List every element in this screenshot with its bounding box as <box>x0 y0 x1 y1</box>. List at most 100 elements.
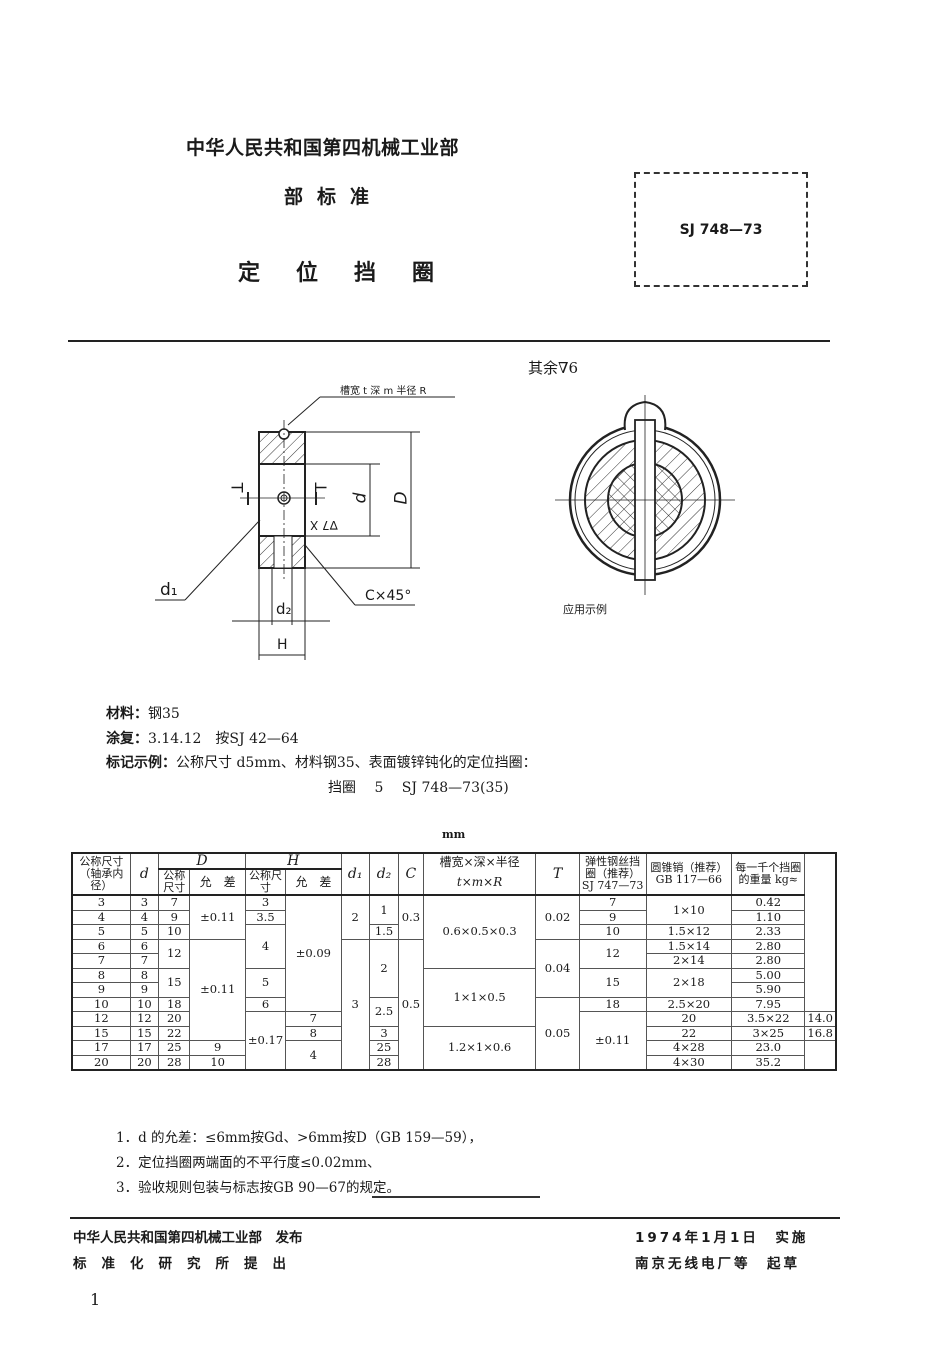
cell-groove: 0.6×0.5×0.3 <box>422 894 537 969</box>
header-groove: 槽宽×深×半径 <box>422 852 537 869</box>
cell-nominal: 4 <box>71 909 131 925</box>
table-row: 6 6 12 ±0.11 3 2 0.5 0.04 12 1.5×14 2.80 <box>71 938 836 1071</box>
cell-D: 7 <box>158 894 191 911</box>
table-row: 3 3 7 ±0.11 3 ±0.09 2 1 0.3 0.6×0.5×0.3 … <box>71 894 836 1012</box>
cell-T: 0.04 <box>535 938 580 998</box>
cell-nominal: 5 <box>71 924 131 940</box>
cell-nominal: 7 <box>71 953 131 969</box>
table-row: 9 9 5.90 <box>71 982 836 998</box>
cell-spring: 18 <box>578 996 647 1012</box>
header-H-tol: 允 差 <box>285 868 342 896</box>
cell-D: 15 <box>158 967 191 998</box>
header-spring-ring: 弹性钢丝挡圈（推荐）SJ 747—73 <box>578 852 647 896</box>
cell-nominal: 8 <box>71 967 131 983</box>
cell-D-tol: ±0.17 <box>244 1011 287 1071</box>
cell-d2: 2.5 <box>368 996 400 1027</box>
standard-type: 部标准 <box>284 186 384 208</box>
header-H: H <box>244 852 342 870</box>
cell-weight: 23.0 <box>731 1040 806 1056</box>
cell-d: 7 <box>129 953 160 969</box>
cell-H: 7 <box>285 1011 342 1027</box>
cell-d: 17 <box>129 1040 160 1056</box>
header-groove-sub: t×m×R <box>422 869 537 896</box>
cell-H: 10 <box>189 1054 246 1071</box>
cell-D: 12 <box>158 938 191 969</box>
header-taper-pin: 圆锥销（推荐）GB 117—66 <box>645 852 733 896</box>
table-row: 8 8 15 5 1×1×0.5 15 2×18 5.00 <box>71 967 836 1027</box>
cell-d: 9 <box>129 982 160 998</box>
header-C: C <box>398 852 424 896</box>
cell-nominal: 9 <box>71 982 131 998</box>
cell-weight: 2.33 <box>731 924 806 940</box>
cell-spring: 28 <box>368 1054 400 1071</box>
material-label: 材料： <box>106 706 148 722</box>
standard-code: SJ 748—73 <box>679 221 763 238</box>
example-designation: 挡圈 5 SJ 748—73(35) <box>328 779 509 796</box>
table-row: 17 17 25 9 4 25 4×28 23.0 <box>71 1040 836 1071</box>
cell-nominal: 6 <box>71 938 131 954</box>
issuing-organization: 中华人民共和国第四机械工业部 <box>186 137 460 159</box>
cell-d1: 3 <box>340 938 370 1071</box>
standard-code-box: SJ 748—73 <box>634 172 808 287</box>
cell-C: 0.3 <box>398 894 424 940</box>
table-subheader-row: 公称尺寸 允 差 公称尺寸 允 差 t×m×R <box>72 868 836 896</box>
header-D: D <box>158 852 246 870</box>
cell-H-tol: ±0.11 <box>578 1011 647 1071</box>
cell-weight: 14.0 <box>804 1011 837 1027</box>
cell-d2: 3 <box>368 1025 400 1041</box>
cell-d: 15 <box>129 1025 160 1041</box>
cell-D: 18 <box>158 996 191 1012</box>
cell-D: 25 <box>158 1040 191 1056</box>
cell-nominal: 12 <box>71 1011 131 1027</box>
dim-H-label: H <box>277 637 288 653</box>
coating-value: 3.14.12 按SJ 42—64 <box>148 730 299 747</box>
cell-d: 5 <box>129 924 160 940</box>
header-D-tol: 允 差 <box>189 868 246 896</box>
cell-d2: 2 <box>368 938 400 998</box>
example-label: 标记示例： <box>106 755 176 771</box>
header-d: d <box>129 852 160 896</box>
header-nominal: 公称尺寸（轴承内径） <box>71 852 131 896</box>
dimension-table: 公称尺寸（轴承内径） d D H d₁ d₂ C 槽宽×深×半径 T 弹性钢丝挡… <box>71 852 837 1071</box>
cell-d2: 1.5 <box>368 924 400 940</box>
application-caption: 应用示例 <box>563 603 607 616</box>
cell-pin: 2×18 <box>645 967 733 998</box>
cell-weight: 2.80 <box>731 953 806 969</box>
document-title: 定位挡圈 <box>238 261 471 286</box>
cell-nominal: 10 <box>71 996 131 1012</box>
cell-pin: 1×10 <box>645 894 733 925</box>
groove-label: 槽宽 t 深 m 半径 R <box>340 386 427 397</box>
notes-end-rule <box>372 1196 540 1198</box>
effective-date: 1974年1月1日 实施 <box>635 1230 809 1246</box>
cell-weight: 0.42 <box>731 894 806 911</box>
cell-d: 3 <box>129 894 160 911</box>
dim-d1-label: d₁ <box>160 580 178 600</box>
cell-d: 4 <box>129 909 160 925</box>
cell-d2: 4 <box>285 1040 342 1071</box>
application-drawing <box>555 395 735 595</box>
cell-H: 3.5 <box>244 909 287 925</box>
table-unit: mm <box>442 828 466 841</box>
cell-pin: 3×25 <box>731 1025 806 1041</box>
cell-pin: 1.5×14 <box>645 938 733 954</box>
cell-d: 8 <box>129 967 160 983</box>
cell-nominal: 3 <box>71 894 131 911</box>
cell-H: 4 <box>244 924 287 969</box>
roughness-note: 其余∇6 <box>528 359 579 377</box>
cell-weight: 35.2 <box>731 1054 806 1071</box>
section-mark-left: T <box>227 482 247 493</box>
header-T: T <box>535 852 580 896</box>
cell-spring: 20 <box>645 1011 733 1027</box>
cell-nominal: 20 <box>71 1054 131 1071</box>
publisher: 中华人民共和国第四机械工业部 发布 <box>73 1230 303 1246</box>
note-1: 1．d 的允差：≤6mm按Gd、>6mm按D（GB 159—59）， <box>116 1130 482 1146</box>
cell-H-tol: ±0.09 <box>285 894 342 1012</box>
cell-pin: 4×30 <box>645 1054 733 1071</box>
cell-weight: 1.10 <box>731 909 806 925</box>
table-row: 15 15 22 8 3 1.2×1×0.6 22 3×25 16.8 <box>71 1025 837 1071</box>
dim-d2-label: d₂ <box>276 600 292 618</box>
cell-weight: 16.8 <box>804 1025 837 1041</box>
cell-pin: 2×14 <box>645 953 733 969</box>
cell-weight: 5.90 <box>731 982 806 998</box>
cell-d: 12 <box>129 1011 160 1027</box>
